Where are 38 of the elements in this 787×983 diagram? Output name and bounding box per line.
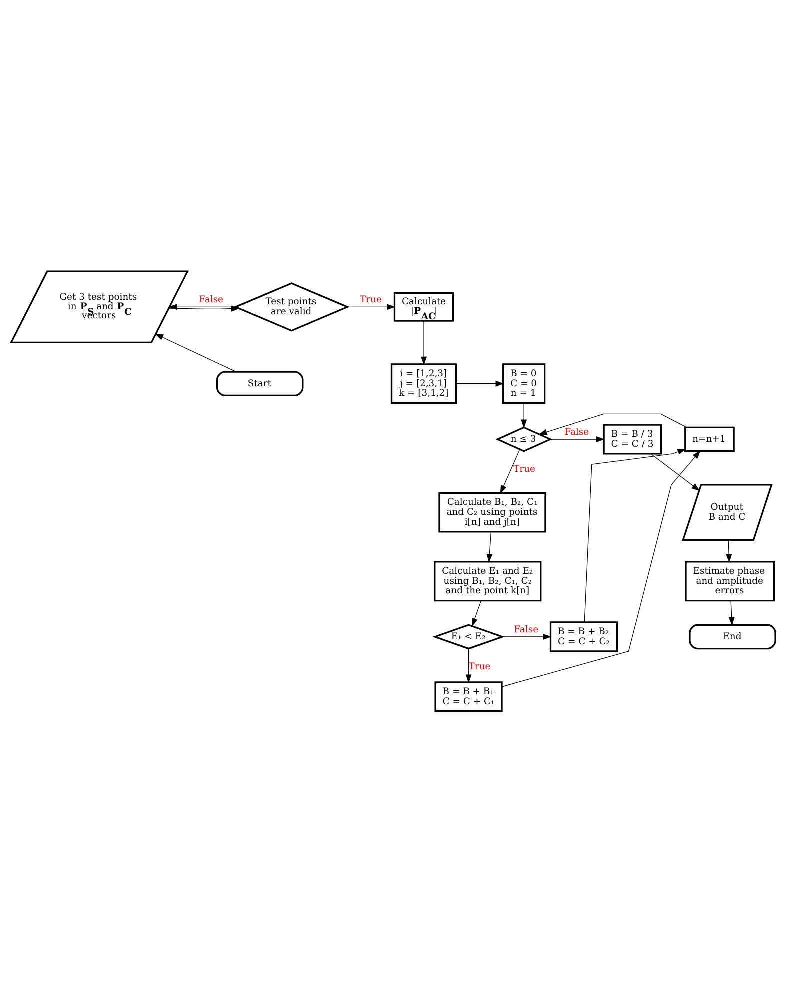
node-box: Calculate E₁ and E₂ using B₁, B₂, C₁, C₂ and the point k[n]	[434, 561, 542, 602]
edge-label: False	[564, 427, 590, 438]
node-box: i = [1,2,3] j = [2,3,1] k = [3,1,2]	[390, 364, 458, 404]
arrow	[502, 634, 552, 640]
arrow	[168, 306, 240, 312]
node-box: Start	[216, 371, 304, 397]
arrow	[500, 449, 520, 494]
arrow	[348, 304, 396, 310]
node-box: B = B / 3 C = C / 3	[603, 424, 662, 455]
edge-label: False	[199, 294, 224, 306]
node-box: End	[689, 624, 776, 650]
edge-label: True	[360, 294, 382, 306]
arrow	[728, 600, 735, 626]
arrow	[466, 648, 472, 684]
arrow	[650, 454, 700, 492]
node-box: Estimate phase and amplitude errors	[685, 561, 776, 602]
arrow	[421, 320, 428, 366]
node-box: B = 0 C = 0 n = 1	[502, 364, 546, 404]
edge-label: False	[514, 624, 539, 636]
arrow	[538, 414, 688, 436]
node-box: n=n+1	[684, 426, 735, 452]
node-diamond: n ≤ 3	[496, 426, 552, 452]
arrow	[584, 448, 686, 623]
arrow	[154, 334, 236, 372]
node-box: Calculate B₁, B₂, C₁ and C₂ using points i[n] and j[n]	[438, 492, 546, 533]
arrow	[456, 380, 504, 387]
node-box: B = B + B₁ C = C + C₁	[434, 682, 503, 712]
arrow	[502, 450, 701, 688]
arrow	[521, 403, 528, 428]
node-diamond: E₁ < E₂	[432, 624, 505, 650]
arrow	[168, 304, 236, 310]
arrow	[472, 600, 482, 628]
arrow	[550, 436, 605, 442]
arrow	[726, 540, 732, 563]
node-diamond: Test points are valid	[234, 282, 350, 332]
arrow	[486, 532, 493, 563]
edge-label: True	[514, 464, 536, 475]
node-box: B = B + B₂ C = C + C₂	[550, 622, 618, 652]
